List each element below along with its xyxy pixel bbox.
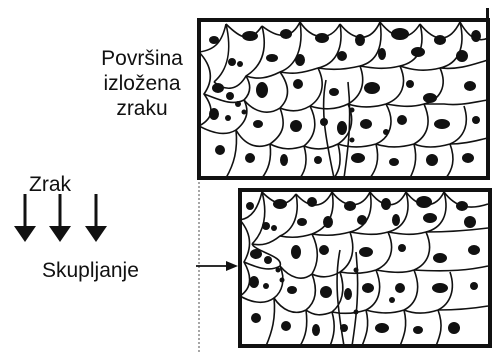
specimen-after-block bbox=[240, 190, 490, 346]
surface-label-line-1: Površina bbox=[86, 46, 198, 71]
specimen-before-block bbox=[199, 8, 489, 178]
surface-label-line-2: izložena bbox=[86, 71, 198, 96]
shrinkage-label: Skupljanje bbox=[42, 258, 139, 283]
air-arrow-icon bbox=[49, 194, 71, 242]
top-edge-mark bbox=[486, 8, 489, 38]
air-label: Zrak bbox=[29, 172, 71, 197]
surface-label: Površina izložena zraku bbox=[86, 46, 198, 121]
air-arrows bbox=[14, 194, 107, 242]
air-arrow-icon bbox=[85, 194, 107, 242]
surface-label-line-3: zraku bbox=[86, 96, 198, 121]
shrinkage-arrow-icon bbox=[196, 261, 238, 271]
air-arrow-icon bbox=[14, 194, 36, 242]
